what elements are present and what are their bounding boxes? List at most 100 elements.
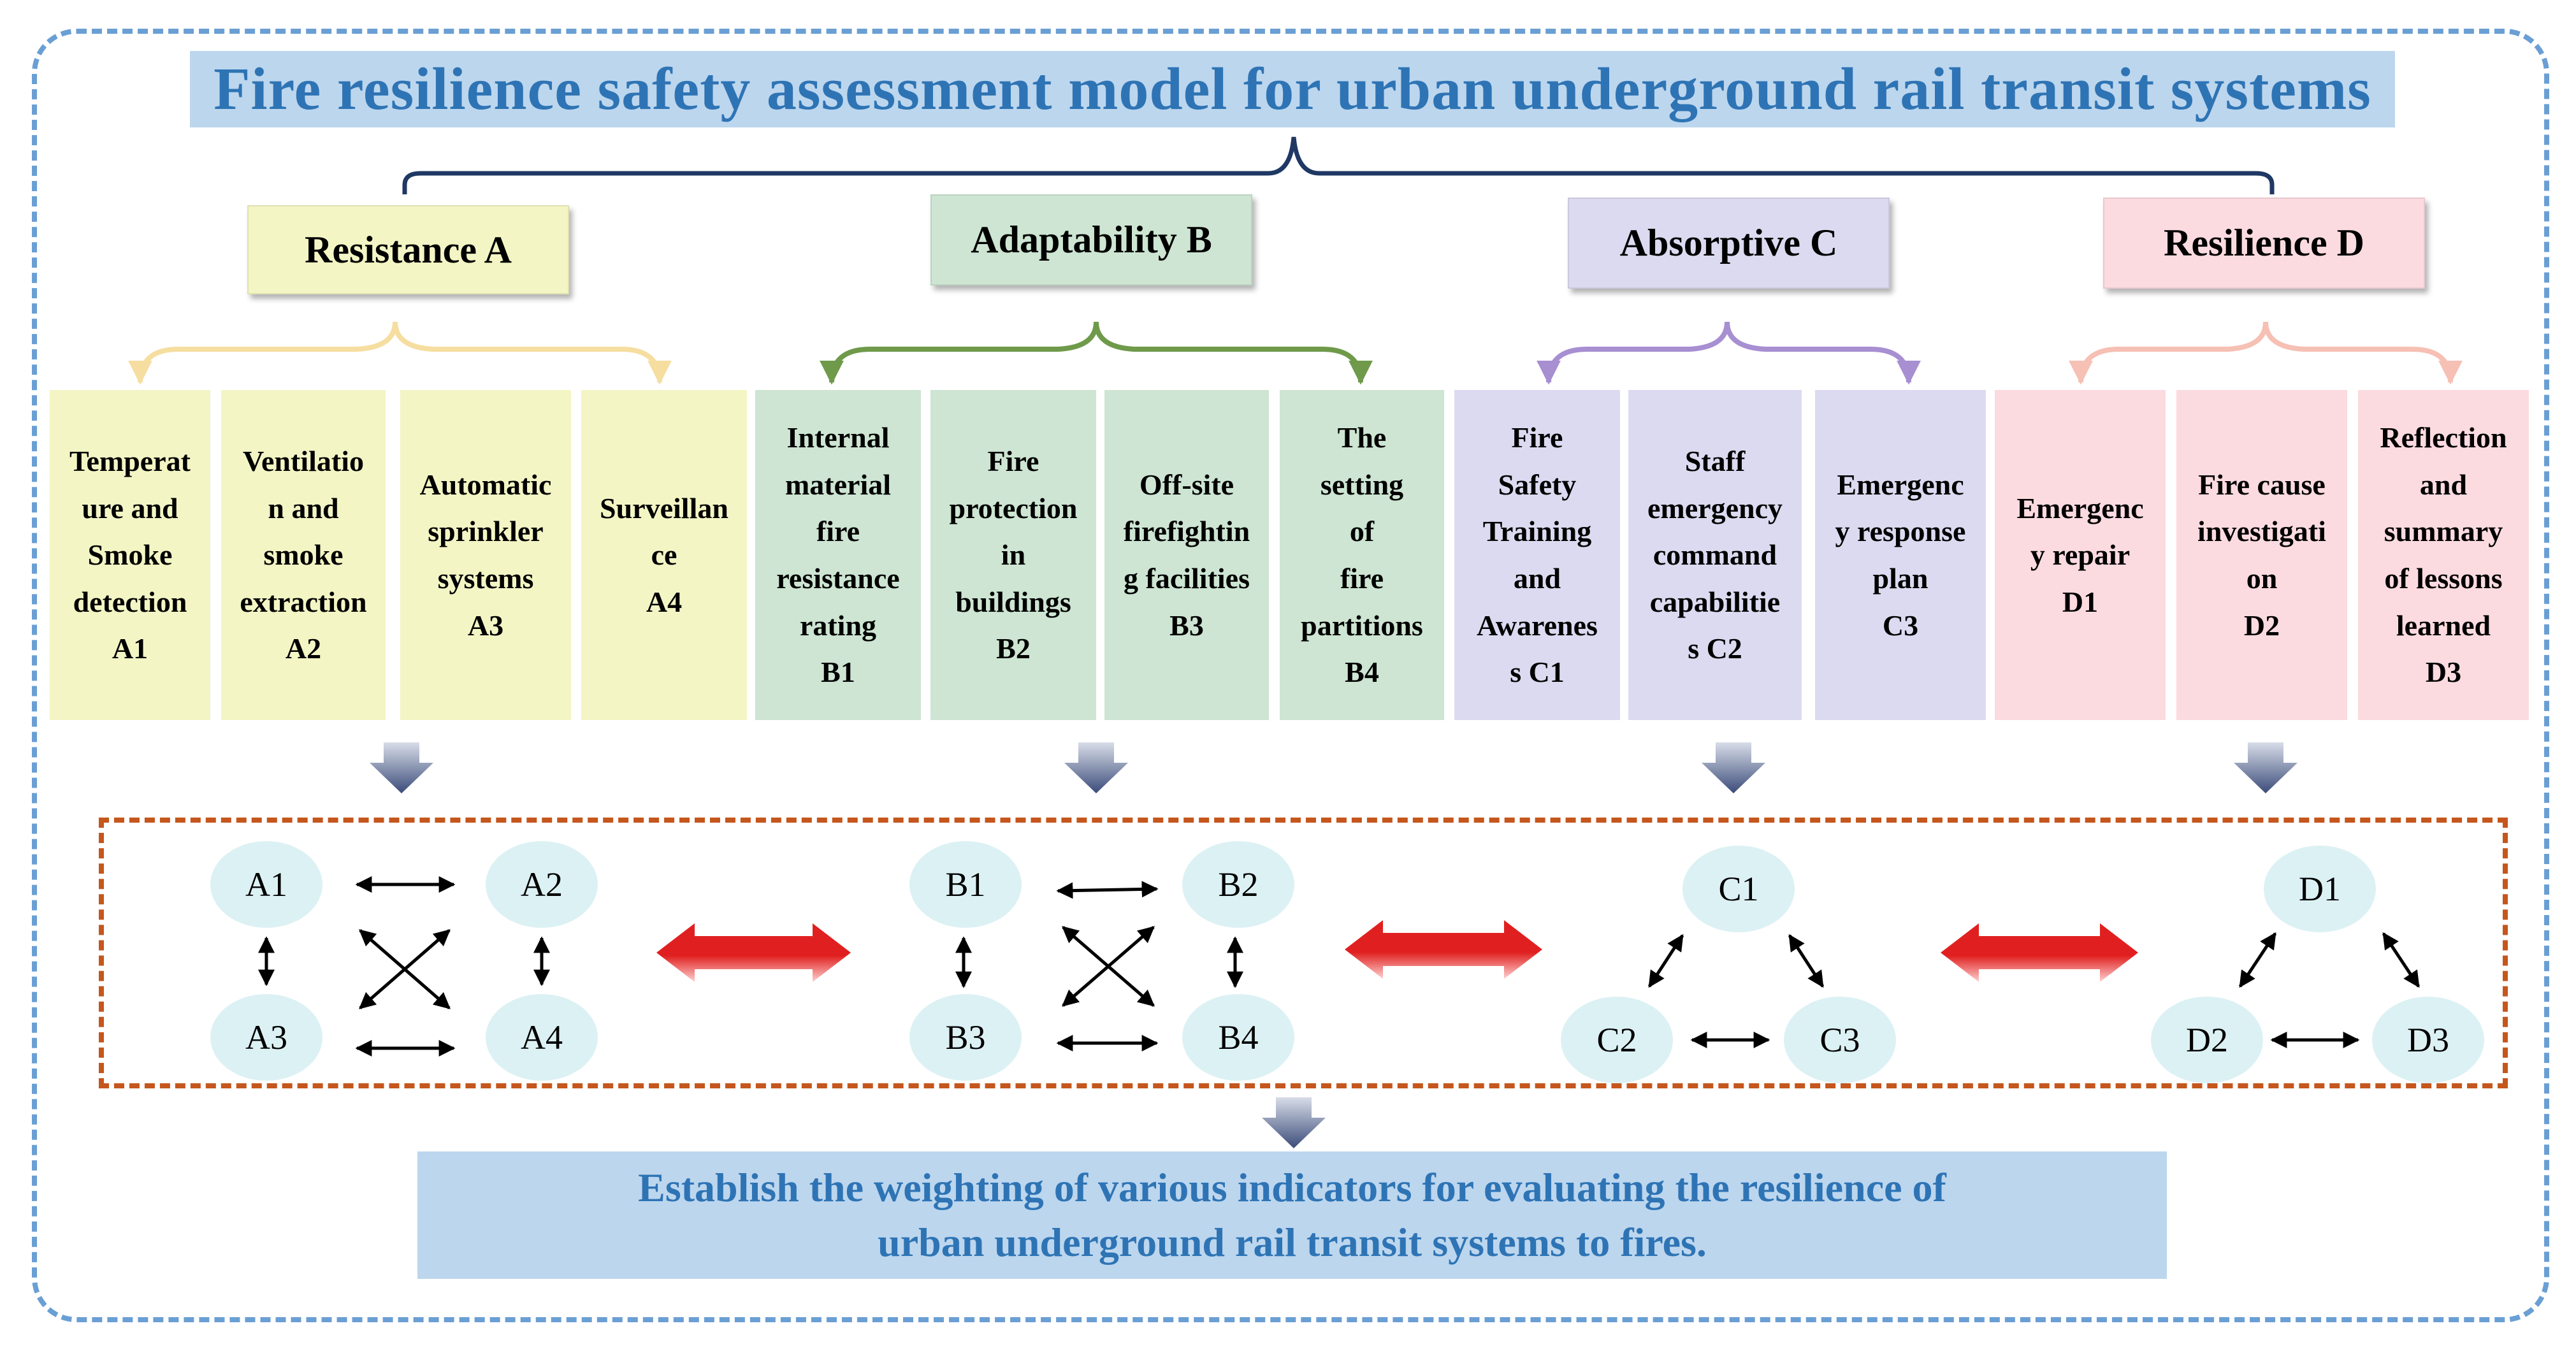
indicator-line: B4 xyxy=(1345,656,1379,689)
indicator-line: D3 xyxy=(2425,656,2462,689)
node-a3: A3 xyxy=(210,994,322,1081)
dimension-d: Resilience D xyxy=(2103,198,2425,289)
indicator-line: g facilities xyxy=(1124,562,1250,595)
indicator-line: buildings xyxy=(955,585,1071,618)
indicator-line: protection xyxy=(949,491,1078,524)
indicator-line: A4 xyxy=(646,585,683,618)
indicator-line: investigati xyxy=(2197,515,2326,548)
indicator-line: of lessons xyxy=(2384,562,2503,595)
indicator-line: Surveillan xyxy=(600,491,728,524)
node-b2: B2 xyxy=(1182,841,1294,928)
indicator-line: firefightin xyxy=(1123,515,1250,548)
indicator-line: y repair xyxy=(2030,538,2131,572)
indicator-line: ure and xyxy=(82,491,178,524)
indicator-line: Automatic xyxy=(419,468,552,501)
node-c1: C1 xyxy=(1682,846,1795,932)
indicator-line: s C1 xyxy=(1510,656,1565,689)
indicator-line: and xyxy=(2419,468,2468,501)
rel-c1-c3 xyxy=(1788,934,1825,988)
indicator-line: detection xyxy=(73,585,187,618)
brace-a-right xyxy=(393,321,672,385)
indicator-line: D2 xyxy=(2243,609,2280,642)
rel-b1-b4 xyxy=(1062,926,1155,1007)
rel-a1-a4 xyxy=(359,929,451,1009)
indicator-line: rating xyxy=(799,609,877,642)
indicator-line: Off-site xyxy=(1139,468,1234,501)
indicator-line: smoke xyxy=(263,538,344,572)
down-arrow-c xyxy=(1702,742,1765,793)
brace-d-left xyxy=(2069,321,2268,385)
indicator-line: Smoke xyxy=(87,538,173,572)
node-b3: B3 xyxy=(909,994,1022,1081)
rel-b1-b2 xyxy=(1056,881,1159,899)
relationship-frame xyxy=(99,818,2508,1088)
title-banner: Fire resilience safety assessment model … xyxy=(190,51,2395,127)
indicator-line: Staff xyxy=(1684,445,1746,478)
indicator-line: Fire cause xyxy=(2198,468,2326,501)
indicator-line: B3 xyxy=(1169,609,1204,642)
node-a1: A1 xyxy=(210,841,322,928)
top-brace xyxy=(402,136,2275,194)
node-b4: B4 xyxy=(1182,994,1294,1081)
indicator-line: The xyxy=(1337,421,1387,454)
brace-b-right xyxy=(1094,321,1373,385)
indicator-line: Safety xyxy=(1498,468,1577,501)
down-arrow-d xyxy=(2234,742,2297,793)
indicator-line: y response xyxy=(1835,515,1966,548)
brace-a-left xyxy=(128,321,398,385)
node-c2: C2 xyxy=(1561,997,1673,1083)
brace-c-right xyxy=(1725,321,1921,385)
node-d2: D2 xyxy=(2151,997,2263,1083)
indicator-line: and xyxy=(1513,562,1561,595)
rel-c1-c2 xyxy=(1647,934,1684,988)
indicator-line: plan xyxy=(1872,562,1928,595)
brace-b-left xyxy=(820,321,1099,385)
indicator-line: in xyxy=(1001,538,1026,572)
indicator-line: on xyxy=(2246,562,2278,595)
indicator-line: A2 xyxy=(285,632,322,665)
red-connector-ab xyxy=(656,923,851,982)
indicator-line: Training xyxy=(1482,515,1592,548)
indicator-line: n and xyxy=(268,491,339,524)
dimension-c: Absorptive C xyxy=(1568,198,1890,289)
indicator-line: setting xyxy=(1320,468,1404,501)
node-d3: D3 xyxy=(2372,997,2484,1083)
indicator-line: partitions xyxy=(1301,609,1423,642)
brace-c-left xyxy=(1537,321,1730,385)
indicator-line: Fire xyxy=(1511,421,1563,454)
node-b1: B1 xyxy=(909,841,1022,928)
dimension-a: Resistance A xyxy=(247,205,569,294)
indicator-line: material xyxy=(785,468,891,501)
indicator-line: Fire xyxy=(987,445,1039,478)
conclusion-box: Establish the weighting of various indic… xyxy=(417,1151,2167,1279)
conclusion-line-2: urban underground rail transit systems t… xyxy=(878,1220,1707,1265)
down-arrow-conclusion xyxy=(1262,1097,1326,1148)
node-c3: C3 xyxy=(1784,997,1896,1083)
indicator-line: sprinkler xyxy=(428,515,544,548)
rel-d1-d2 xyxy=(2238,932,2277,988)
indicator-line: D1 xyxy=(2062,585,2099,618)
indicator-line: summary xyxy=(2384,515,2503,548)
indicator-line: learned xyxy=(2396,609,2491,642)
rel-d1-d3 xyxy=(2382,932,2420,988)
